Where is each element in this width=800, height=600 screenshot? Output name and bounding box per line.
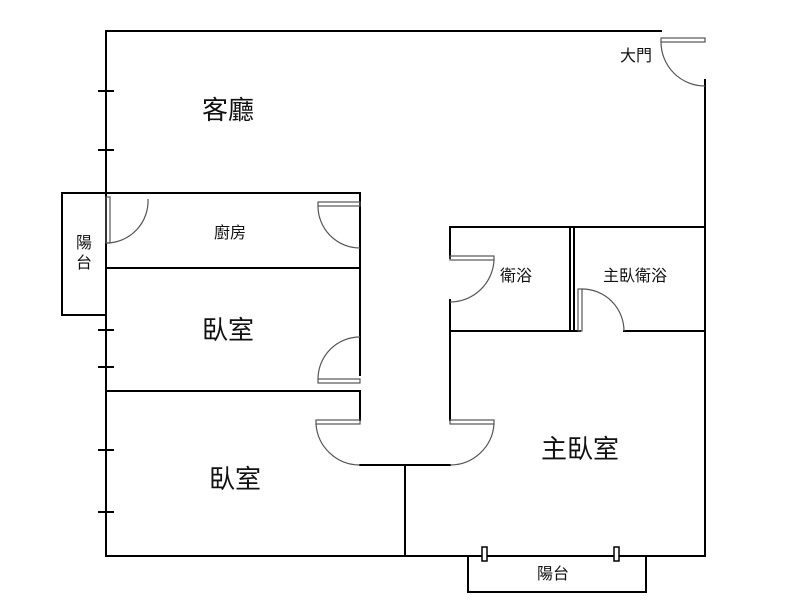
- bedroom-2-label: 臥室: [209, 465, 262, 495]
- main-door-swing: [660, 41, 706, 87]
- bedroom1-door-leaf: [317, 378, 361, 384]
- main-door-label: 大門: [620, 46, 653, 65]
- west-balcony-wall: [61, 192, 107, 316]
- bedroom-1-label: 臥室: [202, 316, 255, 346]
- balcony-post: [613, 546, 620, 562]
- bathroom-label: 衛浴: [500, 266, 533, 285]
- west-balcony-label: 陽台: [75, 233, 92, 272]
- living-room-label: 客廳: [202, 96, 255, 126]
- master-bedroom-door-swing: [449, 423, 495, 466]
- south-balcony-wall: [467, 555, 647, 593]
- balcony-post: [481, 546, 488, 562]
- south-balcony-label: 陽台: [537, 564, 570, 583]
- bedroom2-door-swing: [315, 423, 361, 466]
- bedroom2-door-leaf: [315, 419, 361, 425]
- master-bathroom-label: 主臥衛浴: [603, 266, 668, 285]
- master-bath-door-swing: [581, 288, 625, 332]
- master-bedroom-door-leaf: [449, 419, 495, 425]
- balcony-door-leaf: [105, 196, 111, 244]
- kitchen-door-swing: [317, 205, 361, 249]
- bathroom-door-swing: [449, 259, 495, 303]
- master-bath-door-leaf: [577, 288, 583, 332]
- balcony-door-swing: [105, 198, 149, 244]
- master-bedroom-label: 主臥室: [541, 435, 620, 465]
- kitchen-label: 廚房: [214, 223, 247, 242]
- kitchen-door-leaf: [317, 201, 361, 207]
- bathroom-door-leaf: [449, 255, 495, 261]
- bedroom1-door-swing: [317, 336, 361, 380]
- main-door-leaf: [660, 37, 706, 43]
